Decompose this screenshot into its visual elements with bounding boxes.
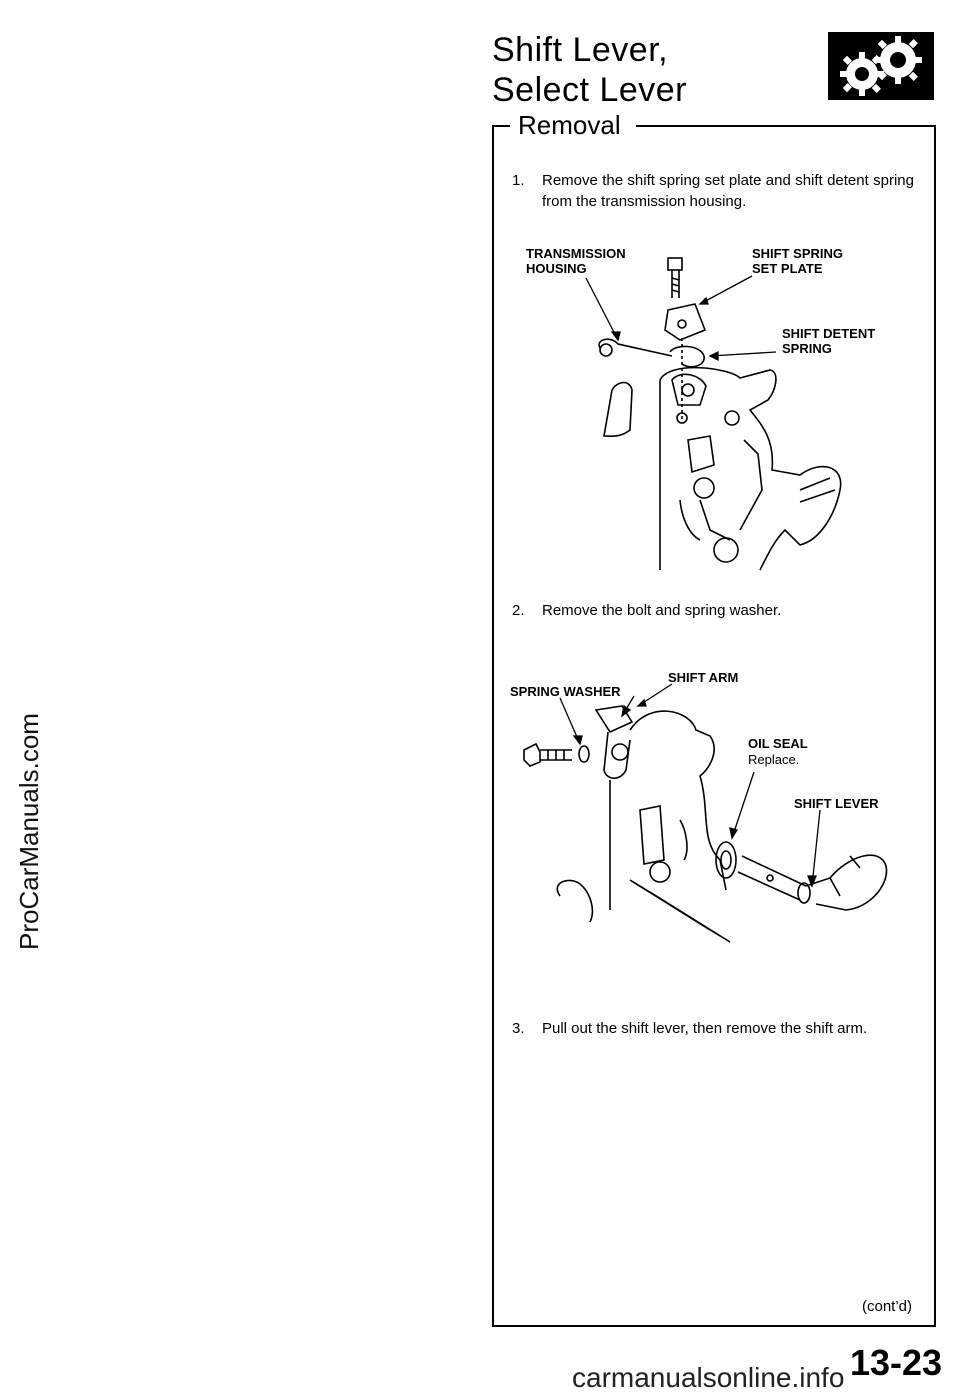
label-oil-seal: OIL SEAL (748, 736, 808, 751)
section-heading: Removal (518, 110, 621, 140)
footer-watermark: carmanualsonline.info (572, 1362, 845, 1393)
step-1: 1. Remove the shift spring set plate and… (512, 170, 914, 212)
figure-1-leaders (585, 275, 777, 362)
label-shift-lever: SHIFT LEVER (794, 796, 879, 811)
side-watermark-text: ProCarManuals.com (14, 713, 44, 950)
step-2: 2. Remove the bolt and spring washer. (512, 600, 914, 621)
title-line-1: Shift Lever, (492, 31, 669, 69)
title-line-2: Select Lever (492, 71, 687, 109)
label-spring-washer: SPRING WASHER (510, 684, 621, 699)
label-shift-arm: SHIFT ARM (668, 670, 739, 685)
label-oil-seal-note: Replace. (748, 752, 800, 767)
frame-top-left (492, 125, 510, 127)
gears-icon (828, 32, 934, 100)
frame-top-right (636, 125, 934, 127)
page-number: 13-23 (850, 1342, 943, 1383)
step-3-text: Pull out the shift lever, then remove th… (542, 1020, 868, 1037)
label-shift-spring-set-plate: SHIFT SPRING SET PLATE (752, 246, 844, 276)
figure-shift-arm-removal: SPRING WASHER SHIFT ARM OIL SEAL Replace… (500, 660, 920, 960)
figure-2-leaders (559, 683, 821, 888)
continued-note: (cont’d) (862, 1298, 913, 1315)
figure-1-illustration (598, 257, 842, 571)
label-shift-detent-spring: SHIFT DETENT SPRING (782, 326, 876, 356)
page-title: Shift Lever, Select Lever (492, 30, 687, 110)
label-transmission-housing: TRANSMISSION HOUSING (526, 246, 626, 276)
figure-2-illustration (523, 705, 888, 943)
content-frame (492, 125, 936, 1327)
step-2-number: 2. (512, 602, 525, 619)
step-1-number: 1. (512, 172, 525, 189)
step-2-text: Remove the bolt and spring washer. (542, 602, 782, 619)
figure-shift-spring-removal: TRANSMISSION HOUSING SHIFT SPRING SET PL… (500, 240, 920, 580)
step-1-text: Remove the shift spring set plate and sh… (542, 172, 914, 210)
step-3: 3. Pull out the shift lever, then remove… (512, 1018, 914, 1039)
step-3-number: 3. (512, 1020, 525, 1037)
side-watermark: ProCarManuals.com (14, 713, 74, 1010)
